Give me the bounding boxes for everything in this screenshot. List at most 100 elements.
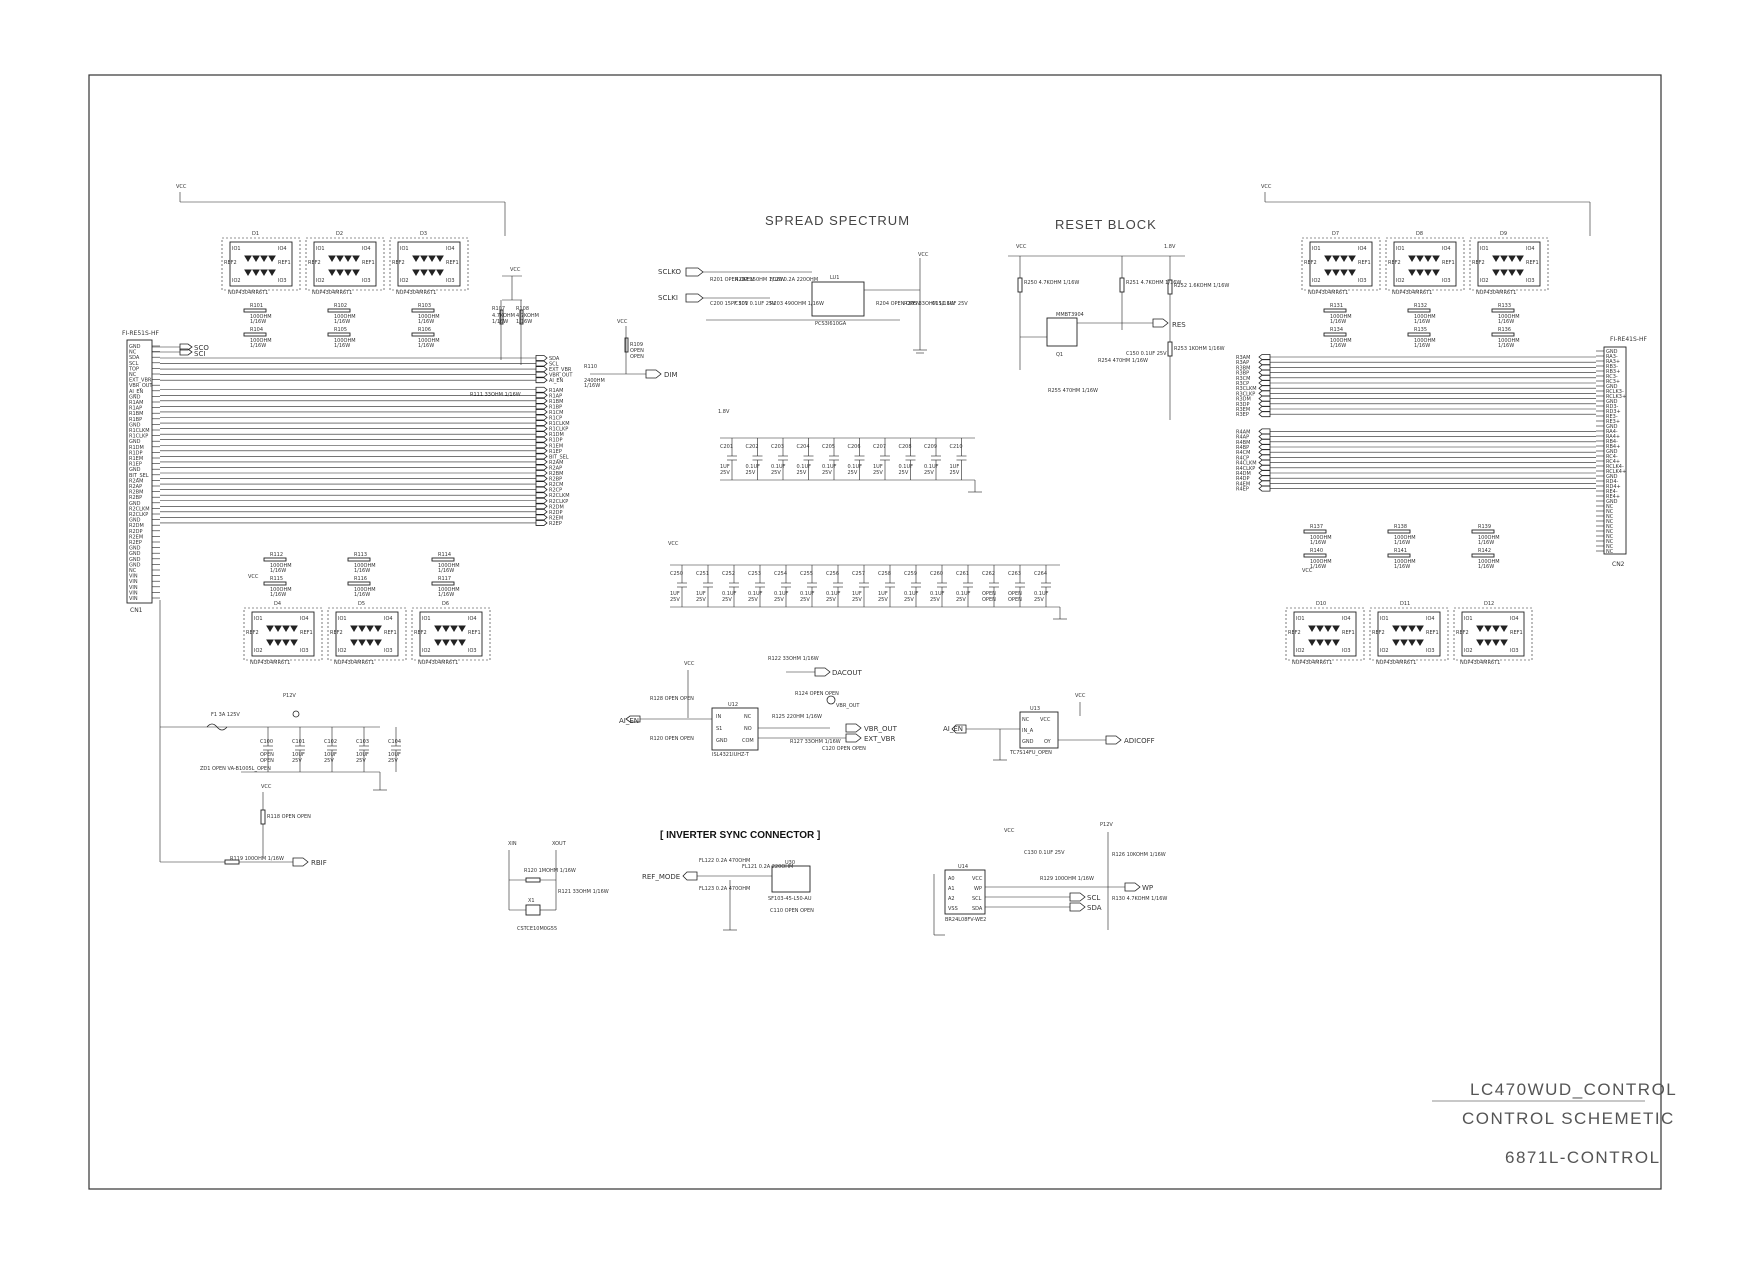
sclko-label: SCLKO [658,268,681,276]
diode [268,255,276,262]
cn2-pin: RC4- [1606,454,1618,460]
cn2-pin: RCLK3+ [1606,394,1626,400]
cn1-ref: CN1 [130,607,143,614]
cn2-pin: GND [1606,499,1618,505]
cap-volt: 25V [748,597,758,603]
pin: IO4 [1442,246,1451,252]
cn1-pin: BIT_SEL [129,473,149,479]
net-port [535,470,548,476]
diode [412,269,420,276]
svg-text:A0: A0 [948,876,955,882]
diode [358,639,366,646]
res-val: 100OHM [1394,559,1416,565]
res-ref: R101 [250,303,263,309]
svg-text:NO: NO [744,726,752,732]
adicoff-block: VCC U13 TC7S14FU_OPEN NC VCC IN_A GND OY… [943,693,1155,761]
pin: IO3 [446,278,455,284]
svg-text:OY: OY [1044,739,1052,745]
ic-outline [1293,611,1357,657]
pin: REF1 [384,630,397,636]
scl-label: SCL [1087,894,1100,902]
cn1-pin: GND [129,557,141,563]
cap-ref: C262 [982,571,995,577]
ic-outline [1309,241,1373,287]
ic-dashed [243,607,323,661]
pin: REF1 [278,260,291,266]
cap-ref: C257 [852,571,865,577]
diode [1516,255,1524,262]
net-port [535,508,548,515]
diode [290,639,298,646]
cap-volt: 25V [720,470,730,476]
diode [1500,255,1508,262]
res-ref: R131 [1330,303,1343,309]
diode [358,625,366,632]
ic-part: NUP4304MR6T1 [250,660,290,666]
ic-ref: D11 [1400,601,1410,607]
resistor [243,332,267,337]
res-ref: R134 [1330,327,1343,333]
resistor [263,581,287,586]
net-port [535,459,548,465]
diode [268,269,276,276]
pin: IO1 [1296,616,1305,622]
net-label: R4BM [1236,440,1250,446]
resistor-stacks: R101100OHM1/16WR104100OHM1/16WR112100OHM… [243,303,1520,598]
cn2-pin-list: GNDRA3-RA3+RB3-RB3+RC3-RC3+GNDRCLK3-RCLK… [1606,349,1626,555]
cn1-pin: GND [129,551,141,557]
net-label: R2AP [549,465,562,471]
pin: IO2 [232,278,241,284]
cn1-pin: VBR_OUT [129,383,153,389]
pin: IO4 [1358,246,1367,252]
cap-val: 0.1UF [771,464,786,470]
res-val: 100OHM [438,587,460,593]
svg-text:R126 10KOHM 1/16W: R126 10KOHM 1/16W [1112,852,1166,858]
dim-label: DIM [664,371,678,379]
net-port [535,475,548,482]
pin: IO1 [316,246,325,252]
cap-volt: 25V [956,597,966,603]
res-ref: R106 [418,327,431,333]
cap-volt: 25V [800,597,810,603]
net-label: R2DM [549,504,564,510]
pin: IO2 [1312,278,1321,284]
cap-ref: C256 [826,571,839,577]
cap-val: 10UF [292,752,305,758]
res-pw: 1/16W [1414,319,1430,325]
diode [328,255,336,262]
net-label: R2BP [549,477,562,483]
cn1-pin: R2CLKM [129,506,150,512]
cap-volt: 25V [899,470,909,476]
net-label: SDA [549,356,560,362]
diode [260,255,268,262]
left-aux-nets: SCO SCI DIM R110 2400HM 1/16W R109 OPEN … [152,319,678,398]
svg-text:R253 1KOHM 1/16W: R253 1KOHM 1/16W [1174,346,1225,352]
net-label: R1AP [549,393,562,399]
cn2-connector: FI-RE41S-HF GNDRA3-RA3+RB3-RB3+RC3-RC3+G… [1603,336,1647,568]
pin: IO1 [1464,616,1473,622]
pin: REF1 [1342,630,1355,636]
cap-val: 0.1UF [800,591,815,597]
cn2-pin: NC [1606,544,1614,550]
cn2-pin: NC [1606,534,1614,540]
cap-volt: 25V [292,758,302,764]
r107-ref: R107 [492,306,505,312]
r109-ref: R109 [630,342,643,348]
svg-text:S1: S1 [716,726,722,732]
cap-val: OPEN [982,591,996,597]
diode [336,269,344,276]
cap-val: 1UF [670,591,680,597]
net-label: R2CP [549,488,562,494]
cn1-pin: R1EP [129,462,142,468]
r110-ref: R110 [584,364,597,370]
svg-text:GND: GND [1022,739,1034,745]
diode [1492,255,1500,262]
pin: REF1 [1526,260,1539,266]
net-port [535,464,548,471]
cap-ref: C100 [260,739,273,745]
svg-text:R127 33OHM 1/16W: R127 33OHM 1/16W [790,739,841,745]
svg-text:COM: COM [742,738,754,744]
cn2-pin: RD4- [1606,479,1619,485]
vcc-label: VCC [248,574,259,580]
